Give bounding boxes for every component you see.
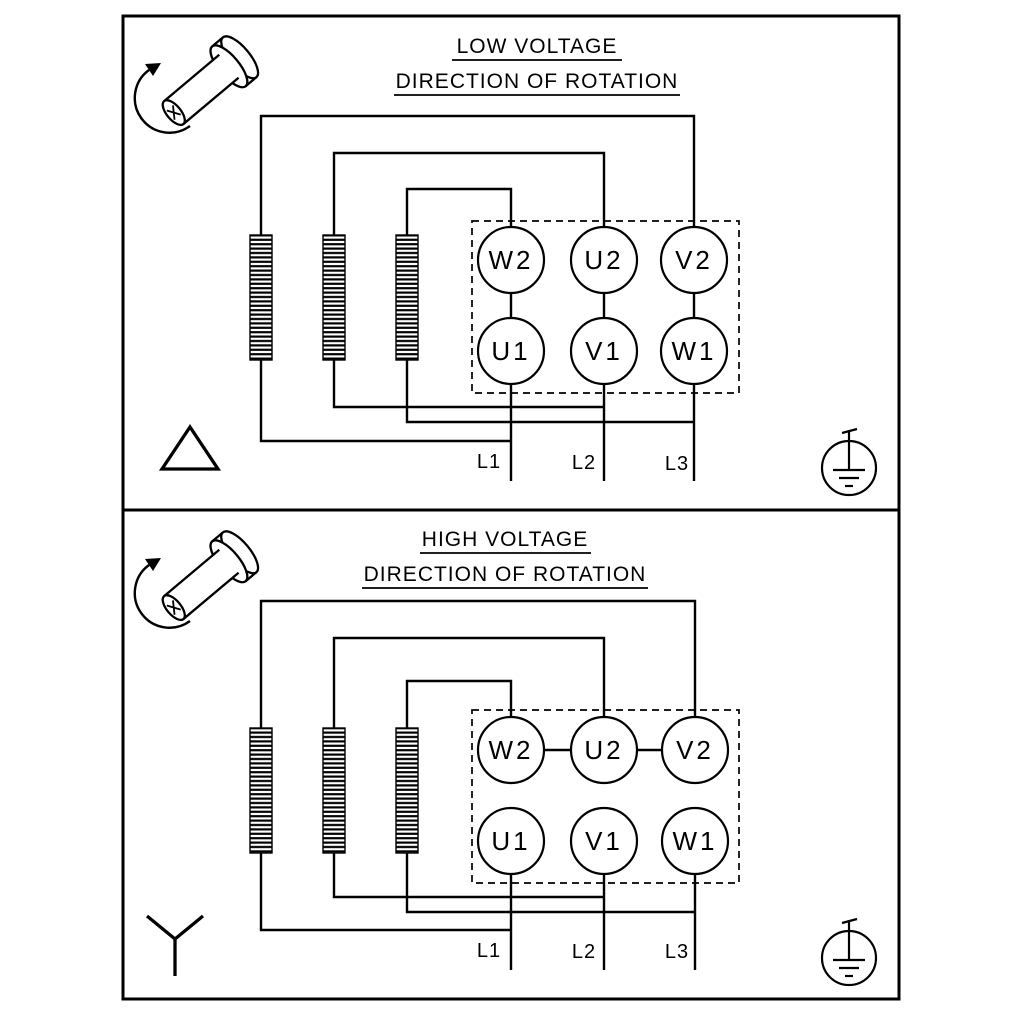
rotation-arrow-arc [133,69,191,134]
winding-coil-1 [249,727,273,854]
terminal-circle [660,806,730,876]
wire [259,114,696,235]
wiring-high-voltage [259,599,697,970]
terminal-w1: W1 [659,316,729,386]
terminal-block-outline [471,220,740,394]
line-label-l3: L3 [665,453,689,475]
ground-icon [820,427,878,497]
terminal-v1: V1 [569,316,639,386]
terminal-circle [476,806,546,876]
rotation-arrow-head [145,558,161,571]
delta-icon [158,424,222,471]
terminal-label: U2 [584,735,623,765]
winding-coil-3 [395,234,419,361]
winding-coil-2 [322,727,346,854]
rotation-arrow-arc [133,564,191,629]
terminal-circle [476,225,546,295]
terminal-v2: V2 [659,225,729,295]
ground-icon [820,917,878,987]
terminal-circle [660,715,730,785]
terminal-circle [659,225,729,295]
motor-shaft-icon [150,524,266,634]
shaft-rotation-icon [133,29,266,139]
terminal-label: V2 [675,245,713,275]
terminal-label: W1 [673,826,718,856]
terminal-label: U2 [584,245,623,275]
panel-border [121,508,901,1001]
wire [332,151,606,235]
wire [259,360,511,443]
winding-coil-3 [395,727,419,854]
winding-coil-1 [249,234,273,361]
rotation-arrow-head [145,63,161,76]
terminal-circle [659,316,729,386]
wire [405,187,513,235]
wire [332,636,606,728]
terminal-label: V1 [585,336,623,366]
line-label-l1: L1 [477,451,501,473]
terminal-label: V2 [676,735,714,765]
panel-subtitle: DIRECTION OF ROTATION [396,70,679,93]
wiring-low-voltage [259,114,696,481]
terminal-label: U1 [491,826,530,856]
panel-title: LOW VOLTAGE [457,35,618,58]
terminal-circle [569,316,639,386]
terminal-w1: W1 [660,806,730,876]
wire [332,853,604,899]
terminal-circle [569,225,639,295]
terminal-u1: U1 [476,806,546,876]
terminal-u2: U2 [569,225,639,295]
terminal-w2: W2 [476,225,546,295]
line-label-l2: L2 [572,452,596,474]
terminal-label: U1 [491,336,530,366]
winding-coil-2 [322,234,346,361]
wire [259,853,511,932]
shaft-rotation-icon [133,524,266,634]
wire [259,599,697,728]
line-label-l1: L1 [477,940,501,962]
terminal-circle [476,715,546,785]
panel-high-voltage: HIGH VOLTAGE DIRECTION OF ROTATION [121,508,901,1001]
terminal-label: W1 [672,336,717,366]
terminal-u1: U1 [476,316,546,386]
terminal-v1: V1 [569,806,639,876]
panel-subtitle: DIRECTION OF ROTATION [364,563,647,586]
line-label-l3: L3 [665,941,689,963]
terminal-v2: V2 [660,715,730,785]
terminal-label: W2 [489,735,534,765]
terminal-u2: U2 [569,715,639,785]
terminal-label: V1 [585,826,623,856]
terminal-circle [569,715,639,785]
wire [405,679,513,728]
motor-shaft-icon [150,29,266,139]
terminal-w2: W2 [476,715,546,785]
terminal-circle [569,806,639,876]
panel-title: HIGH VOLTAGE [422,528,588,551]
line-label-l2: L2 [572,941,596,963]
terminal-circle [476,316,546,386]
wire [405,360,694,424]
panel-low-voltage: LOW VOLTAGE DIRECTION OF ROTATION [121,14,901,512]
terminal-block-outline [471,709,740,884]
terminal-label: W2 [489,245,534,275]
star-icon [145,914,205,976]
wire [332,360,604,409]
wire [405,853,695,914]
